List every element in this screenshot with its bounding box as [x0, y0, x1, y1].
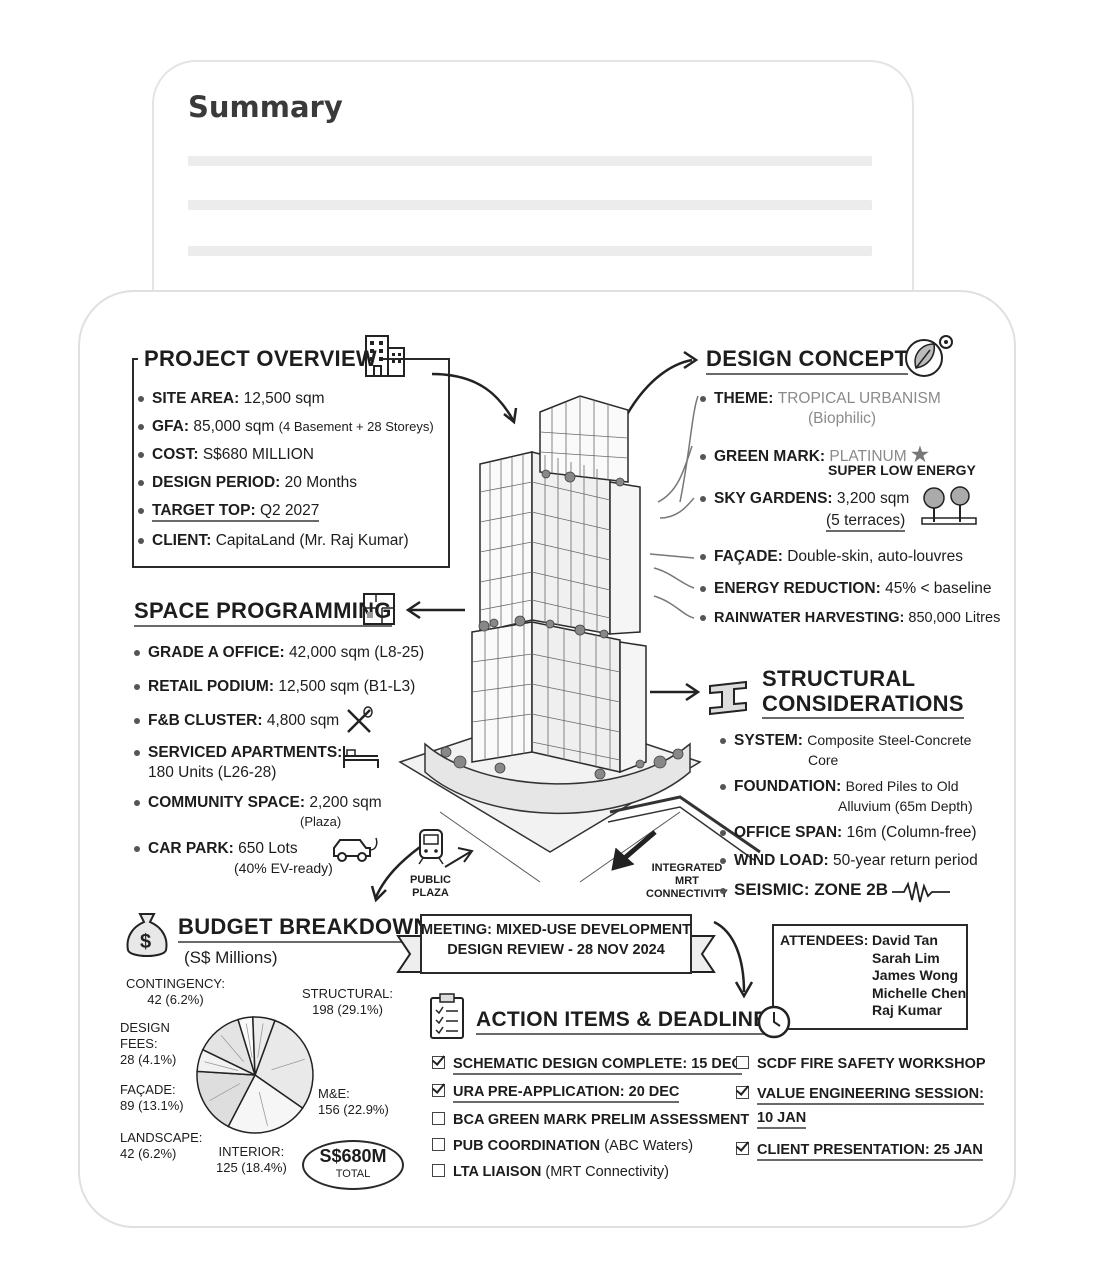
structural-item: FOUNDATION: Bored Piles to Old	[720, 778, 959, 796]
pie-hatch	[209, 1083, 241, 1102]
pie-hatch	[257, 1023, 264, 1058]
action-item: VALUE ENGINEERING SESSION:	[736, 1086, 984, 1105]
structural-item: WIND LOAD: 50-year return period	[720, 852, 978, 870]
pie-hatch	[220, 1035, 244, 1063]
summary-title: Summary	[188, 90, 343, 124]
space-item: SERVICED APARTMENTS:	[134, 744, 342, 762]
pie-label-contingency: CONTINGENCY:42 (6.2%)	[126, 976, 225, 1007]
steel-beam-icon	[709, 680, 747, 716]
ev-car-icon	[333, 837, 378, 862]
budget-pie-chart	[196, 1016, 314, 1134]
pie-hatch	[258, 1091, 268, 1126]
pie-label-interior: INTERIOR:125 (18.4%)	[216, 1144, 287, 1175]
space-item: F&B CLUSTER: 4,800 sqm	[134, 712, 339, 730]
space-item-note: 180 Units (L26-28)	[148, 764, 277, 781]
pie-label-mande: M&E:156 (22.9%)	[318, 1086, 389, 1117]
attendees-label: ATTENDEES:	[780, 932, 869, 948]
action-item: PUB COORDINATION (ABC Waters)	[432, 1138, 693, 1154]
budget-total-value: S$680M	[319, 1146, 387, 1166]
design-concept-title: DESIGN CONCEPT	[706, 346, 909, 375]
design-energy: ENERGY REDUCTION: 45% < baseline	[700, 580, 992, 598]
action-item: CLIENT PRESENTATION: 25 JAN	[736, 1142, 983, 1161]
action-item: LTA LIAISON (MRT Connectivity)	[432, 1164, 669, 1180]
structural-item-note: Core	[808, 752, 839, 768]
overview-item: TARGET TOP: Q2 2027	[138, 502, 320, 522]
overview-item: CLIENT: CapitaLand (Mr. Raj Kumar)	[138, 532, 409, 550]
star-icon: ★	[910, 444, 929, 466]
action-item: URA PRE-APPLICATION: 20 DEC	[432, 1084, 680, 1103]
structural-item: OFFICE SPAN: 16m (Column-free)	[720, 824, 977, 842]
building-icon	[365, 335, 405, 377]
sketchnote-image: PROJECT OVERVIEW SITE AREA: 12,500 sqm G…	[78, 290, 1016, 1228]
placeholder-line	[188, 200, 872, 210]
design-rainwater: RAINWATER HARVESTING: 850,000 Litres	[700, 610, 1000, 626]
action-item-date: 10 JAN	[757, 1110, 807, 1129]
design-theme-note: (Biophilic)	[808, 410, 877, 427]
overview-item: SITE AREA: 12,500 sqm	[138, 390, 325, 408]
design-green-mark: GREEN MARK: PLATINUM ★	[700, 442, 929, 467]
space-item-note: (Plaza)	[300, 814, 342, 829]
space-item: GRADE A OFFICE: 42,000 sqm (L8-25)	[134, 644, 424, 662]
placeholder-line	[188, 156, 872, 166]
budget-subtitle: (S$ Millions)	[184, 948, 278, 967]
budget-title: BUDGET BREAKDOWN	[178, 914, 430, 943]
structural-item: SYSTEM: Composite Steel-Concrete	[720, 732, 971, 750]
space-item: RETAIL PODIUM: 12,500 sqm (B1-L3)	[134, 678, 415, 696]
design-green-note: SUPER LOW ENERGY	[828, 462, 976, 478]
pie-hatch	[245, 1023, 253, 1058]
money-bag-icon: $	[126, 913, 168, 957]
clipboard-icon	[430, 993, 464, 1039]
trees-icon	[921, 486, 977, 525]
project-overview-title: PROJECT OVERVIEW	[138, 346, 383, 372]
budget-total-label: TOTAL	[335, 1168, 371, 1180]
svg-text:$: $	[140, 931, 151, 953]
design-theme: THEME: TROPICAL URBANISM	[700, 390, 941, 408]
action-items-title: ACTION ITEMS & DEADLINES	[476, 1008, 782, 1035]
pie-slice-contingency	[252, 1016, 276, 1076]
design-sky-note: (5 terraces)	[826, 512, 906, 532]
structural-item-note: Alluvium (65m Depth)	[838, 798, 973, 814]
pie-label-facade: FAÇADE:89 (13.1%)	[120, 1082, 184, 1113]
design-sky-gardens: SKY GARDENS: 3,200 sqm	[700, 490, 909, 508]
bed-icon	[343, 746, 379, 768]
pie-hatch	[204, 1061, 239, 1071]
action-item: BCA GREEN MARK PRELIM ASSESSMENT	[432, 1112, 749, 1128]
action-item: SCDF FIRE SAFETY WORKSHOP	[736, 1056, 986, 1072]
space-item-note: (40% EV-ready)	[234, 860, 333, 876]
pie-slice-m-e	[227, 1073, 304, 1134]
pie-slice-structural	[254, 1019, 314, 1110]
seismic-wave-icon	[892, 881, 950, 903]
pie-hatch	[271, 1058, 305, 1071]
meeting-banner	[420, 914, 692, 974]
space-programming-title: SPACE PROGRAMMING	[134, 598, 392, 627]
banner-ribbon	[396, 935, 716, 973]
space-item: COMMUNITY SPACE: 2,200 sqm	[134, 794, 382, 812]
attendees-box	[772, 924, 968, 1030]
structural-item: SEISMIC: ZONE 2B	[720, 880, 888, 900]
eco-leaf-icon	[905, 335, 953, 377]
pie-label-landscape: LANDSCAPE:42 (6.2%)	[120, 1130, 203, 1161]
overview-item: GFA: 85,000 sqm (4 Basement + 28 Storeys…	[138, 418, 434, 436]
design-facade: FAÇADE: Double-skin, auto-louvres	[700, 548, 963, 566]
placeholder-line	[188, 246, 872, 256]
overview-item: COST: S$680 MILLION	[138, 446, 314, 464]
pie-slice-interior	[196, 1070, 257, 1128]
tower-illustration	[370, 350, 761, 999]
floorplan-icon	[363, 593, 395, 625]
space-item: CAR PARK: 650 Lots	[134, 840, 298, 858]
overview-item: DESIGN PERIOD: 20 Months	[138, 474, 357, 492]
cutlery-icon	[347, 706, 373, 733]
action-item: SCHEMATIC DESIGN COMPLETE: 15 DEC	[432, 1056, 742, 1075]
pie-label-structural: STRUCTURAL:198 (29.1%)	[302, 986, 394, 1017]
budget-total-badge	[302, 1140, 404, 1190]
clock-icon	[757, 1005, 791, 1039]
